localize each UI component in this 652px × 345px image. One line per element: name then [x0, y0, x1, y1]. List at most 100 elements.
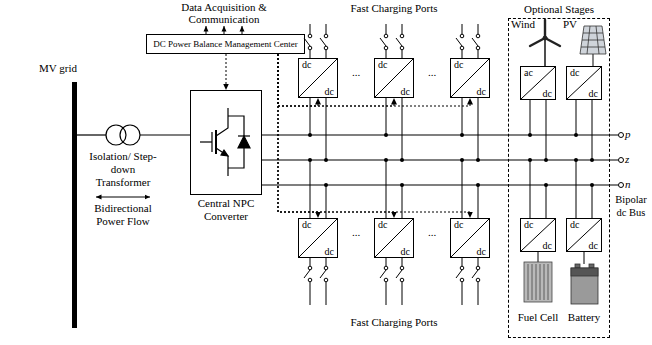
bus-terminals [619, 133, 624, 188]
panel-grid [582, 40, 604, 41]
port-switch [304, 258, 312, 305]
bus-wire [462, 98, 463, 135]
junction-dot [544, 158, 548, 162]
bus-terminal [619, 133, 624, 138]
control-link [278, 54, 394, 218]
battery-lead [584, 252, 585, 264]
turbine-blade [544, 20, 546, 38]
diagonal-line [451, 219, 489, 257]
diagonal-line [567, 67, 601, 99]
converter-port-label: dc [543, 240, 552, 251]
converter-port-label: dc [378, 219, 387, 230]
fuel-cell-plate [540, 264, 541, 300]
control-link [226, 54, 227, 90]
ports-label: Fast Charging Ports [334, 2, 454, 15]
diagonal-line [375, 219, 413, 257]
converter-port-label: dc [325, 246, 334, 257]
fuel-cell-body [524, 262, 552, 302]
control-link [278, 54, 470, 106]
junction-dot [528, 133, 532, 137]
converter-label: Central NPC Converter [187, 197, 265, 223]
converter-box: Central NPC Converter [190, 90, 262, 195]
port-switch [396, 258, 404, 305]
dcdc-converter: dcdc [520, 218, 556, 252]
bus-wire [386, 160, 387, 218]
bus-wire [530, 100, 531, 135]
converter-port-label: dc [589, 240, 598, 251]
source-label: Fuel Cell [513, 311, 563, 324]
junction-dot [528, 158, 532, 162]
transformer-label: Isolation/ Step-down Transformer [85, 150, 161, 189]
pv-panel [580, 26, 606, 66]
converter-port-label: dc [302, 219, 311, 230]
junction-dot [400, 183, 404, 187]
dc-bus [262, 135, 619, 185]
port-switch [456, 258, 464, 305]
port-switch [304, 24, 312, 58]
power-flow-label: Bidirectional Power Flow [85, 202, 161, 228]
converter-port-label: dc [302, 59, 311, 70]
bus-wire [592, 100, 593, 160]
converter-port-label: dc [524, 219, 533, 230]
turbine-hub [543, 36, 547, 40]
dcdc-converter: dcdc [450, 218, 490, 258]
bus-wire [326, 98, 327, 160]
interface-label: Data Acquisition & Communication [178, 1, 270, 25]
converter-port-label: dc [543, 88, 552, 99]
box-label: DC Power Balance Management Center [153, 39, 297, 49]
junction-dots [308, 133, 594, 187]
junction-dot [324, 158, 328, 162]
junction-dot [384, 158, 388, 162]
bus-wire [546, 100, 547, 160]
junction-dot [574, 133, 578, 137]
turbine-blade [545, 38, 560, 46]
panel-face [580, 26, 606, 54]
dcdc-converter: dc dc [298, 218, 338, 258]
turbine-tower [544, 38, 546, 66]
bus-wire [546, 185, 547, 218]
converter-port-label: dc [401, 246, 410, 257]
port-switch [396, 24, 404, 58]
dcdc-converter: dcdc [298, 58, 338, 98]
converter-port-label: dc [570, 219, 579, 230]
source-label: PV [563, 18, 581, 31]
data-arrow [206, 26, 207, 34]
control-link [278, 54, 470, 218]
fuel-cell-lead [538, 252, 539, 262]
acdc-converter: acdc [520, 66, 556, 100]
panel-grid [596, 26, 599, 54]
port-switch [320, 24, 328, 58]
bus-wire [402, 98, 403, 160]
battery-top [571, 268, 598, 276]
fuel-cell-plate [544, 264, 545, 300]
gate-lead [200, 141, 212, 142]
junction-dot [476, 158, 480, 162]
grid-bar [72, 82, 77, 328]
ellipsis: ... [341, 226, 371, 239]
fuel-cell-plate [536, 264, 537, 300]
igbt-symbol [200, 108, 250, 176]
group-title: Optional Stages [509, 3, 609, 16]
bus-wire [478, 185, 479, 218]
diagonal-line [375, 59, 413, 97]
port-switch [380, 24, 388, 58]
port-switch [320, 258, 328, 305]
dcdc-converter: dcdc [374, 58, 414, 98]
junction-dot [308, 158, 312, 162]
junction-dot [574, 158, 578, 162]
bus-wire [402, 185, 403, 218]
battery-body [571, 268, 598, 304]
bus-wire [462, 160, 463, 218]
diagonal-line [567, 219, 601, 251]
panel-post [592, 54, 593, 66]
source-label: Wind [511, 18, 539, 31]
converter-port-label: dc [454, 59, 463, 70]
turbine-blade [530, 38, 545, 46]
ellipsis: ... [417, 226, 447, 239]
panel-grid [581, 47, 605, 48]
diagonal-line [299, 219, 337, 257]
diode-lead [228, 148, 244, 168]
